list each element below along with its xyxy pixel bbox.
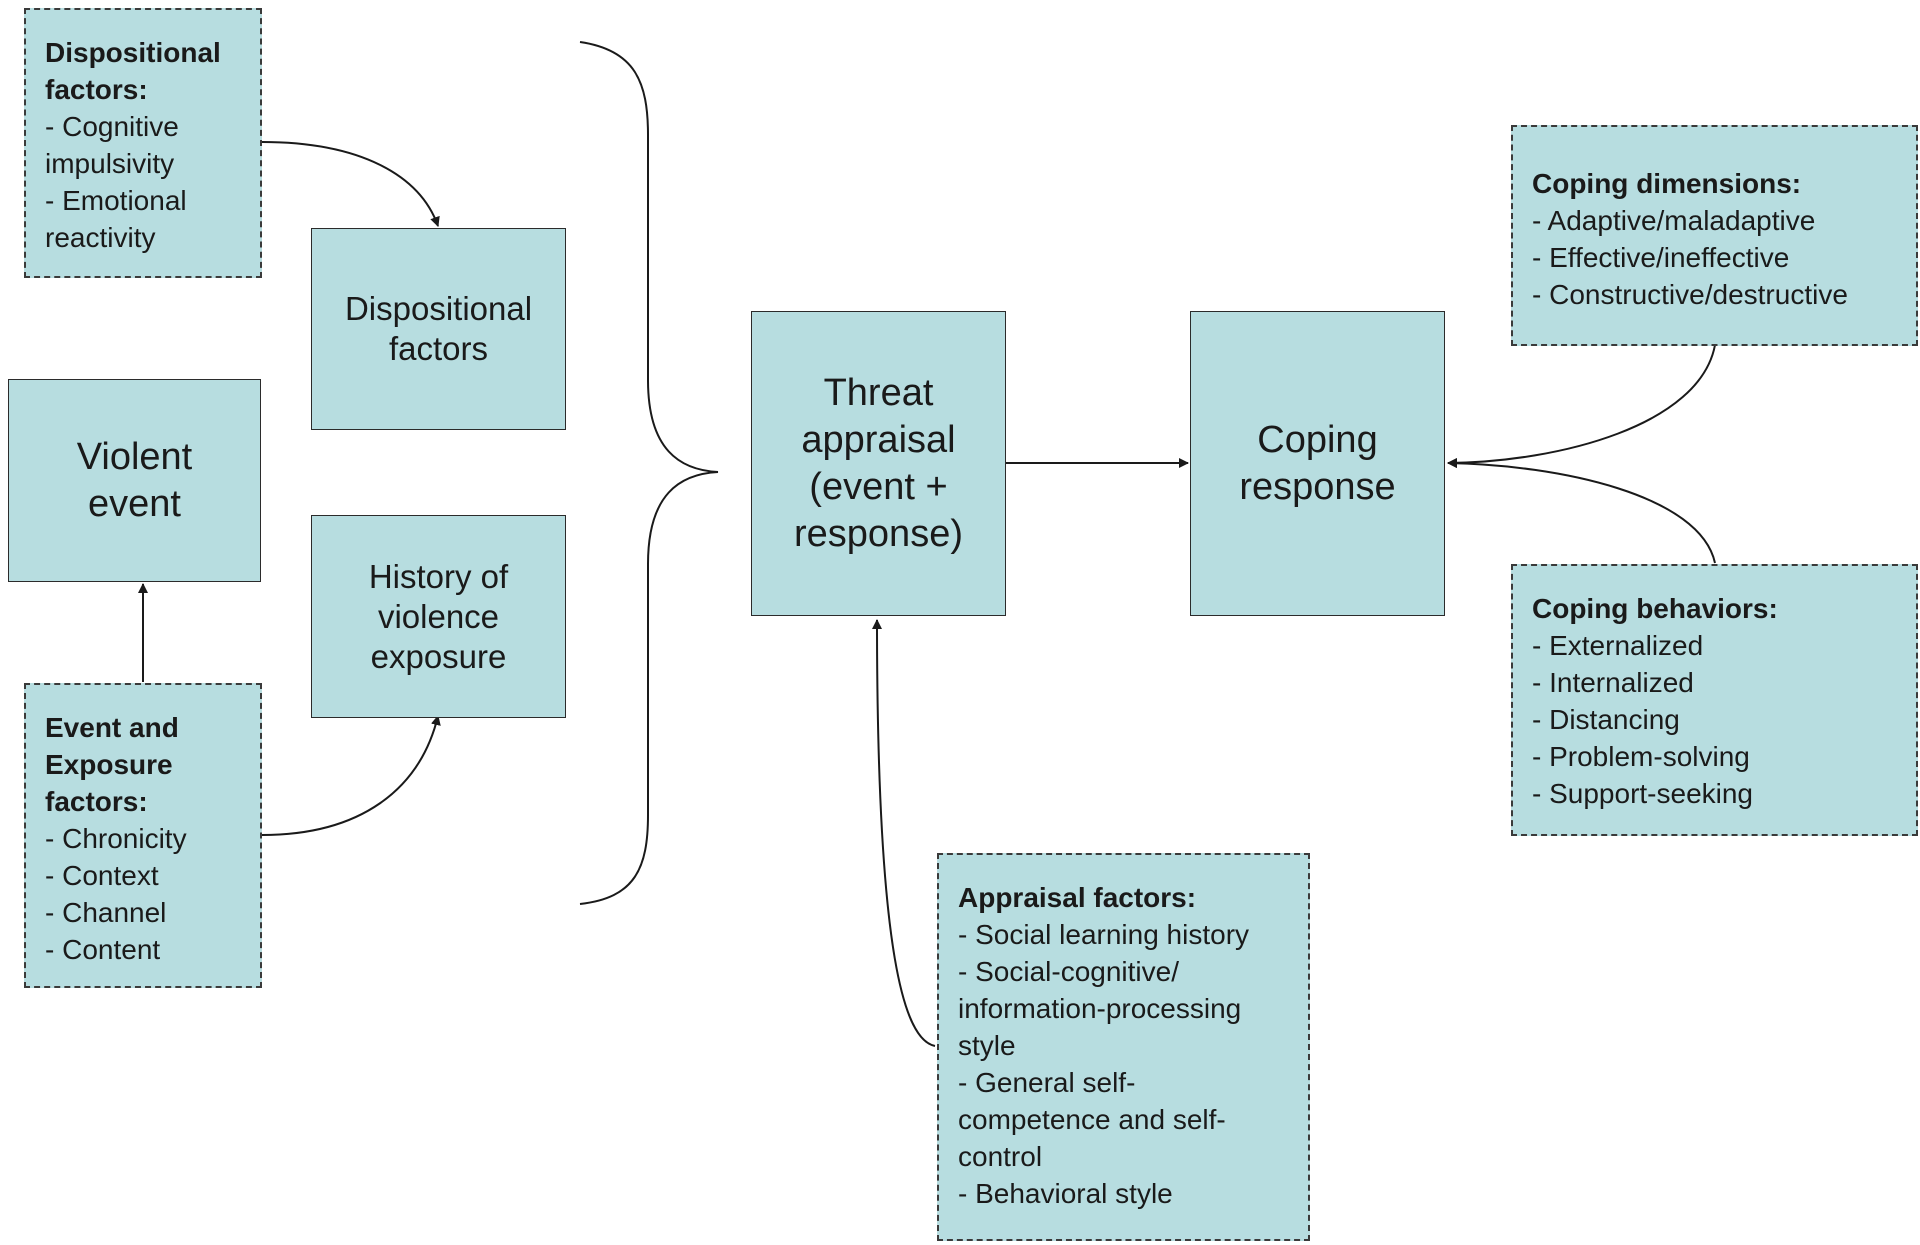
note-appraisal-title: Appraisal factors: — [958, 882, 1197, 913]
violent-event-label: Violent event — [76, 435, 193, 525]
arrow-dispositional-note-to-dispositional-factors — [261, 141, 440, 227]
arrow-coping-dimensions-to-coping-response — [1447, 344, 1716, 468]
note-event-exposure-lines: - Chronicity - Context - Channel - Conte… — [45, 823, 187, 965]
node-dispositional-factors: Dispositional factors — [311, 228, 566, 430]
arrow-event-note-to-history-exposure — [261, 715, 441, 836]
grouping-brace — [579, 41, 719, 905]
note-coping-behaviors: Coping behaviors: - Externalized - Inter… — [1511, 564, 1918, 836]
node-threat-appraisal: Threat appraisal (event + response) — [751, 311, 1006, 616]
note-coping-dimensions: Coping dimensions: - Adaptive/maladaptiv… — [1511, 125, 1918, 346]
note-appraisal-lines: - Social learning history - Social-cogni… — [958, 919, 1250, 1209]
note-appraisal-factors: Appraisal factors: - Social learning his… — [937, 853, 1310, 1241]
note-event-exposure-factors: Event and Exposure factors: - Chronicity… — [24, 683, 262, 988]
node-coping-response: Coping response — [1190, 311, 1445, 616]
note-coping-behaviors-title: Coping behaviors: — [1532, 593, 1778, 624]
arrow-coping-behaviors-to-coping-response — [1447, 458, 1716, 564]
note-dispositional-lines: - Cognitive impulsivity - Emotional reac… — [45, 111, 187, 253]
note-coping-dimensions-title: Coping dimensions: — [1532, 168, 1802, 199]
dispositional-factors-label: Dispositional factors — [344, 290, 533, 367]
note-event-exposure-title: Event and Exposure factors: — [45, 712, 179, 817]
threat-appraisal-label: Threat appraisal (event + response) — [794, 371, 963, 555]
coping-response-label: Coping response — [1239, 418, 1396, 508]
note-dispositional-title: Dispositional factors: — [45, 37, 221, 105]
node-history-violence-exposure: History of violence exposure — [311, 515, 566, 718]
note-coping-behaviors-lines: - Externalized - Internalized - Distanci… — [1532, 630, 1754, 809]
arrow-appraisal-note-to-threat-appraisal — [872, 619, 936, 1047]
note-dispositional-factors: Dispositional factors: - Cognitive impul… — [24, 8, 262, 278]
node-violent-event: Violent event — [8, 379, 261, 582]
history-violence-exposure-label: History of violence exposure — [368, 557, 509, 675]
note-coping-dimensions-lines: - Adaptive/maladaptive - Effective/ineff… — [1532, 205, 1848, 310]
